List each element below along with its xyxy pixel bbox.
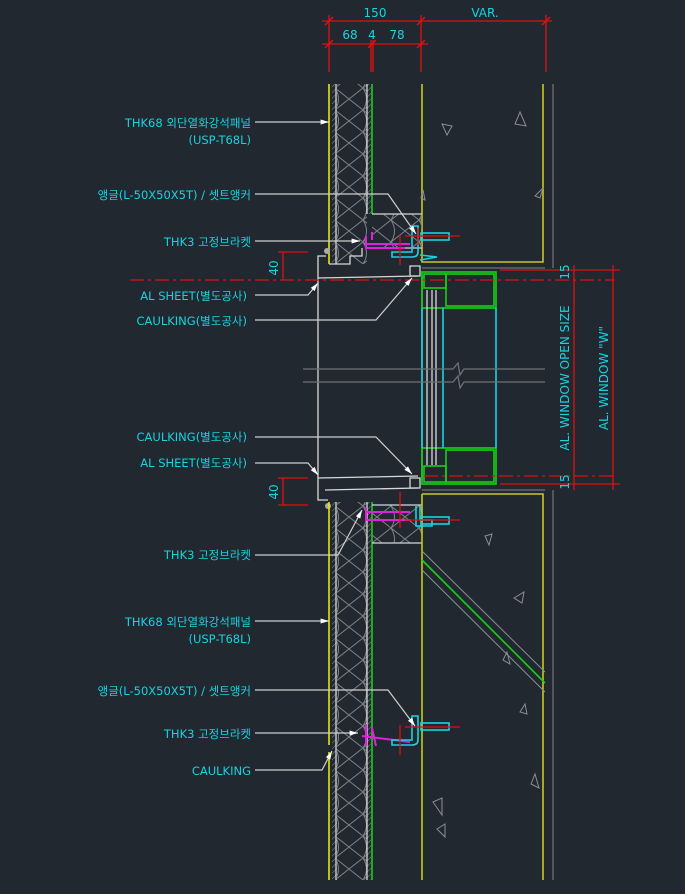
lower-bracket-assembly-2 bbox=[361, 715, 460, 755]
top-dimensions: 150 VAR. 68 4 78 bbox=[322, 6, 552, 72]
dim-gap-top: 15 bbox=[558, 264, 572, 279]
label-angle-lower: 앵글(L-50X50X5T) / 셋트앵커 bbox=[98, 684, 251, 698]
upper-concrete-slab bbox=[372, 84, 554, 268]
lower-bracket-assembly-1 bbox=[365, 492, 460, 528]
upper-panel-wall bbox=[328, 84, 373, 265]
label-caulking-lower: CAULKING bbox=[192, 764, 251, 778]
label-bracket-lower-2: THK3 고정브라켓 bbox=[163, 727, 251, 741]
lower-panel-wall bbox=[328, 502, 422, 880]
leader-lines bbox=[255, 119, 417, 771]
dim-gap-bottom: 15 bbox=[558, 474, 572, 489]
annotation-labels: THK68 외단열화강석패널 (USP-T68L) 앵글(L-50X50X5T)… bbox=[98, 116, 251, 778]
label-angle-upper: 앵글(L-50X50X5T) / 셋트앵커 bbox=[98, 188, 251, 202]
dim-offset-upper: 40 bbox=[267, 260, 281, 275]
window-frame bbox=[303, 271, 545, 485]
lower-concrete-slab bbox=[421, 490, 554, 880]
dim-window-open-size: AL. WINDOW OPEN SIZE bbox=[558, 305, 572, 450]
dim-offset-lower: 40 bbox=[267, 484, 281, 499]
label-panel-lower: THK68 외단열화강석패널 bbox=[124, 615, 251, 629]
dim-part-1: 68 bbox=[342, 28, 357, 42]
dim-part-3: 78 bbox=[389, 28, 404, 42]
label-bracket-upper: THK3 고정브라켓 bbox=[163, 235, 251, 249]
label-al-sheet-upper: AL SHEET(별도공사) bbox=[140, 289, 247, 303]
side-dimensions: 40 40 15 15 AL. WINDOW OPEN SIZE AL. WIN… bbox=[267, 251, 620, 506]
label-panel-upper-code: (USP-T68L) bbox=[188, 133, 251, 147]
upper-bracket-assembly bbox=[365, 225, 460, 265]
label-bracket-lower-1: THK3 고정브라켓 bbox=[163, 548, 251, 562]
label-panel-upper: THK68 외단열화강석패널 bbox=[124, 116, 251, 130]
dim-window-width: AL. WINDOW "W" bbox=[597, 326, 611, 430]
dim-overall: 150 bbox=[364, 6, 387, 20]
dim-variable: VAR. bbox=[471, 6, 498, 20]
label-al-sheet-middle: AL SHEET(별도공사) bbox=[140, 456, 247, 470]
label-caulking-upper: CAULKING(별도공사) bbox=[137, 314, 247, 328]
label-caulking-middle: CAULKING(별도공사) bbox=[137, 430, 247, 444]
label-panel-lower-code: (USP-T68L) bbox=[188, 632, 251, 646]
dim-part-2: 4 bbox=[368, 28, 376, 42]
